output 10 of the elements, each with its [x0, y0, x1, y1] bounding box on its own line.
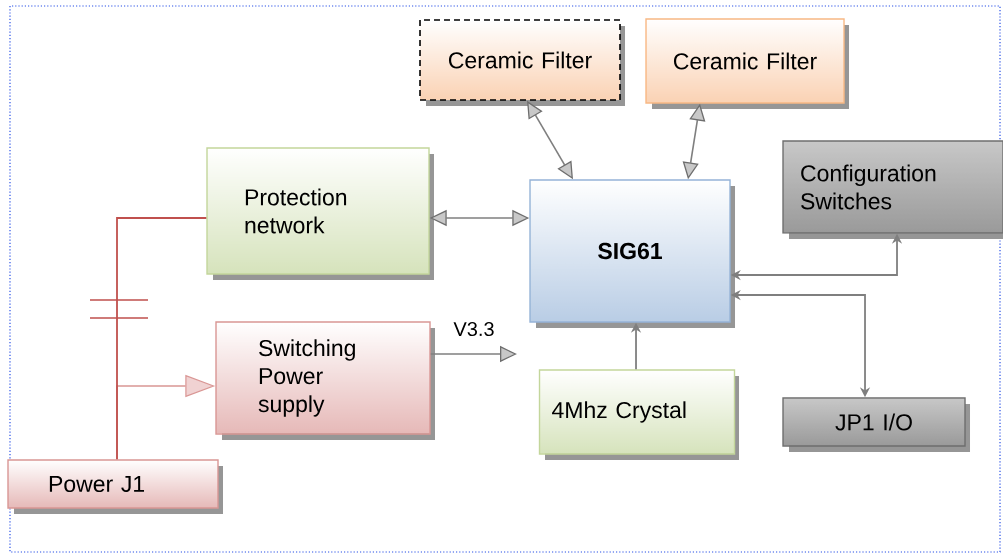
block-box: 4Mhz Crystal — [538, 369, 739, 460]
block-box: Ceramic Filter — [419, 19, 625, 106]
block-box: Ceramic Filter — [645, 18, 849, 109]
block-box: Configuration Switches — [782, 140, 1003, 239]
block-box: Switching Power supply — [215, 321, 435, 440]
block-box: Power J1 — [7, 459, 223, 514]
edge-label: V3.3 — [453, 321, 494, 337]
block-box: SIG61 — [529, 179, 735, 328]
block-box: Protection network — [206, 147, 434, 280]
block-box: JP1 I/O — [782, 397, 970, 452]
